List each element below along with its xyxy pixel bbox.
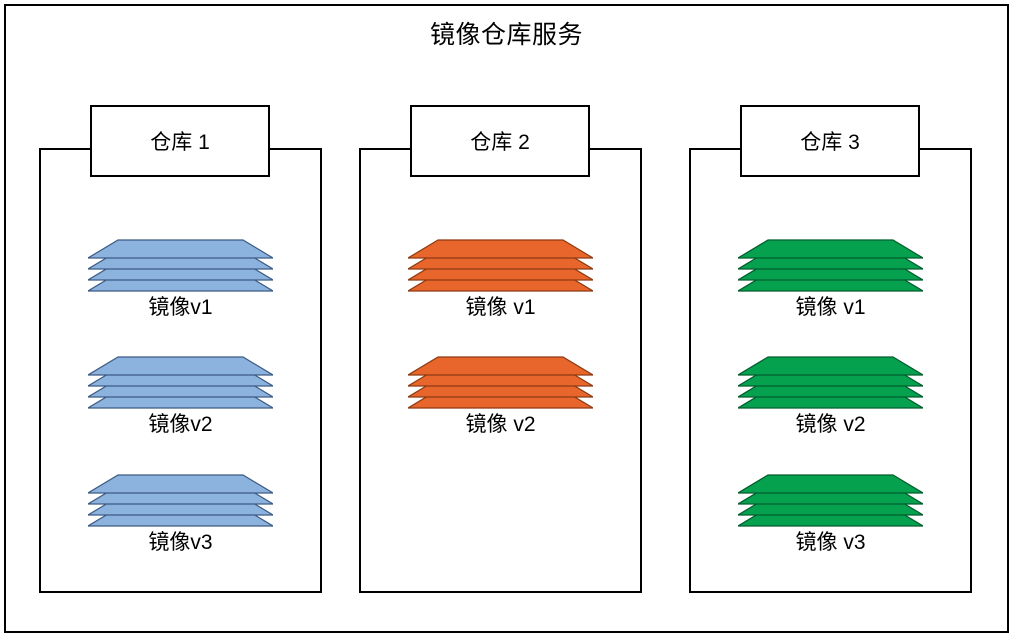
image-layer-stack[interactable] bbox=[738, 473, 923, 527]
image-label: 镜像 v1 bbox=[795, 296, 866, 319]
repository-header-2[interactable]: 仓库 2 bbox=[410, 105, 590, 177]
image-layer-stack[interactable] bbox=[738, 238, 923, 292]
image-layer bbox=[88, 356, 273, 376]
repository-header-3[interactable]: 仓库 3 bbox=[740, 105, 920, 177]
image-label: 镜像 v2 bbox=[795, 413, 866, 436]
image-stack-icon bbox=[738, 239, 923, 292]
image-label: 镜像 v3 bbox=[795, 531, 866, 554]
image-layer-stack[interactable] bbox=[738, 355, 923, 409]
image-item[interactable]: 镜像v1 bbox=[39, 238, 322, 320]
image-label: 镜像v2 bbox=[148, 413, 213, 436]
repository-images-1: 镜像v1 镜像v2 镜像v3 bbox=[39, 148, 322, 593]
image-layer-stack[interactable] bbox=[88, 473, 273, 527]
image-item[interactable]: 镜像v3 bbox=[39, 473, 322, 555]
image-item[interactable]: 镜像 v1 bbox=[359, 238, 642, 320]
image-stack-icon bbox=[408, 239, 593, 292]
image-stack-icon bbox=[88, 474, 273, 527]
image-stack-icon bbox=[738, 474, 923, 527]
repository-images-3: 镜像 v1 镜像 v2 镜像 v3 bbox=[689, 148, 972, 593]
image-layer-stack[interactable] bbox=[408, 238, 593, 292]
image-stack-icon bbox=[88, 239, 273, 292]
image-label: 镜像v3 bbox=[148, 531, 213, 554]
image-layer bbox=[408, 356, 593, 376]
image-item[interactable]: 镜像 v3 bbox=[689, 473, 972, 555]
image-layer-stack[interactable] bbox=[88, 238, 273, 292]
image-item[interactable]: 镜像 v2 bbox=[689, 355, 972, 437]
image-layer-stack[interactable] bbox=[408, 355, 593, 409]
image-layer-stack[interactable] bbox=[88, 355, 273, 409]
repository-images-2: 镜像 v1 镜像 v2 bbox=[359, 148, 642, 593]
image-layer bbox=[738, 474, 923, 494]
image-item[interactable]: 镜像 v2 bbox=[359, 355, 642, 437]
image-layer bbox=[408, 239, 593, 259]
image-item[interactable]: 镜像 v1 bbox=[689, 238, 972, 320]
image-layer bbox=[88, 239, 273, 259]
image-stack-icon bbox=[738, 356, 923, 409]
image-label: 镜像 v2 bbox=[465, 413, 536, 436]
image-label: 镜像 v1 bbox=[465, 296, 536, 319]
image-stack-icon bbox=[408, 356, 593, 409]
image-layer bbox=[88, 474, 273, 494]
image-layer bbox=[738, 239, 923, 259]
page-title: 镜像仓库服务 bbox=[429, 21, 583, 49]
image-layer bbox=[738, 356, 923, 376]
image-item[interactable]: 镜像v2 bbox=[39, 355, 322, 437]
image-label: 镜像v1 bbox=[148, 296, 213, 319]
repository-header-1[interactable]: 仓库 1 bbox=[90, 105, 270, 177]
image-stack-icon bbox=[88, 356, 273, 409]
